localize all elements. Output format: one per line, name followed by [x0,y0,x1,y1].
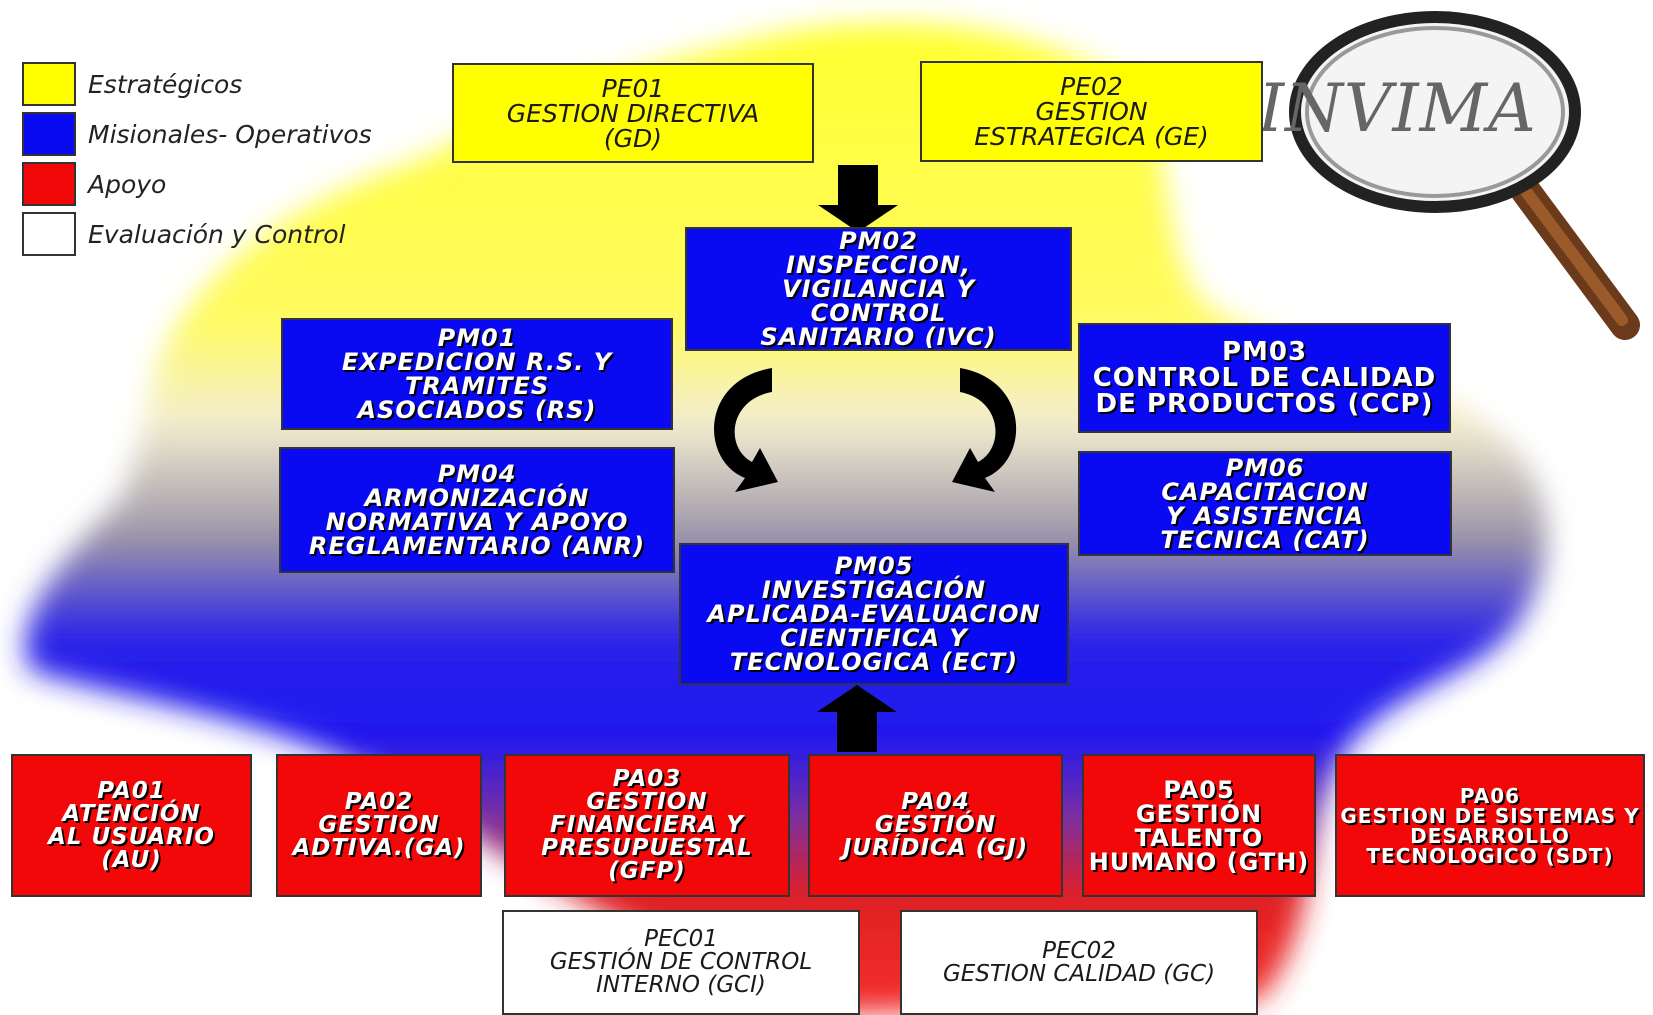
process-code: PM03 [1221,337,1308,367]
process-code: PM05 [834,552,914,580]
process-name: GESTION DIRECTIVA (GD) [506,98,760,153]
process-code: PM04 [437,460,517,488]
process-box-pa03[interactable]: PA03 GESTION FINANCIERA Y PRESUPUESTAL (… [504,754,790,897]
process-code: PE02 [1060,72,1123,101]
process-name: EXPEDICION R.S. Y TRAMITES ASOCIADOS (RS… [341,348,613,424]
process-name: ARMONIZACIÓN NORMATIVA Y APOYO REGLAMENT… [308,484,646,560]
process-box-pm05[interactable]: PM05 INVESTIGACIÓN APLICADA-EVALUACION C… [679,543,1069,685]
process-box-pa06[interactable]: PA06 GESTION DE SISTEMAS Y DESARROLLO TE… [1335,754,1645,897]
process-code: PM02 [839,227,918,255]
process-name: GESTIÓN DE CONTROL INTERNO (GCI) [549,949,813,998]
process-box-pec02[interactable]: PEC02 GESTION CALIDAD (GC) [900,910,1258,1015]
legend-item-strategic: Estratégicos [22,62,382,108]
process-code: PEC02 [1042,937,1116,964]
process-box-pa01[interactable]: PA01 ATENCIÓN AL USUARIO (AU) [11,754,252,897]
process-code: PA04 [901,789,970,815]
process-name: GESTION ADTIVA.(GA) [292,812,466,861]
process-code: PA02 [344,789,414,815]
process-code: PEC01 [644,926,718,952]
process-box-pm01[interactable]: PM01 EXPEDICION R.S. Y TRAMITES ASOCIADO… [281,318,673,430]
process-box-pa04[interactable]: PA04 GESTIÓN JURÍDICA (GJ) [808,754,1063,897]
process-box-pm03[interactable]: PM03 CONTROL DE CALIDAD DE PRODUCTOS (CC… [1078,323,1451,433]
process-name: ATENCIÓN AL USUARIO (AU) [48,800,215,873]
legend-item-missional: Misionales- Operativos [22,112,382,158]
process-box-pec01[interactable]: PEC01 GESTIÓN DE CONTROL INTERNO (GCI) [502,910,860,1015]
legend-item-control: Evaluación y Control [22,212,382,258]
process-box-pm02[interactable]: PM02 INSPECCION, VIGILANCIA Y CONTROL SA… [685,227,1072,351]
legend-swatch-blue [22,112,76,156]
legend-label: Misionales- Operativos [88,120,372,149]
curved-arrow-right-icon [952,368,1017,492]
process-name: GESTION DE SISTEMAS Y DESARROLLO TECNOLO… [1340,803,1640,868]
up-arrow-icon [817,685,897,752]
legend-swatch-yellow [22,62,76,106]
process-name: CONTROL DE CALIDAD DE PRODUCTOS (CCP) [1092,363,1437,419]
process-code: PA06 [1459,783,1521,808]
process-box-pm04[interactable]: PM04 ARMONIZACIÓN NORMATIVA Y APOYO REGL… [279,447,675,573]
legend-label: Evaluación y Control [88,220,346,249]
process-name: GESTION CALIDAD (GC) [942,960,1216,987]
process-code: PE01 [601,73,665,103]
process-code: PM01 [437,324,517,352]
process-box-pm06[interactable]: PM06 CAPACITACION Y ASISTENCIA TECNICA (… [1078,451,1452,556]
legend-label: Estratégicos [88,70,243,99]
process-code: PA05 [1163,775,1235,804]
process-code: PM06 [1225,453,1305,482]
down-arrow-icon [818,165,898,232]
legend-swatch-red [22,162,76,206]
process-code: PA01 [97,777,166,804]
process-name: INSPECCION, VIGILANCIA Y CONTROL SANITAR… [760,251,997,351]
process-name: CAPACITACION Y ASISTENCIA TECNICA (CAT) [1160,477,1370,554]
legend-item-support: Apoyo [22,162,382,208]
process-box-pe01[interactable]: PE01 GESTION DIRECTIVA (GD) [452,63,814,163]
process-code: PA03 [612,766,682,792]
process-name: GESTION FINANCIERA Y PRESUPUESTAL (GFP) [541,789,753,884]
process-name: GESTIÓN TALENTO HUMANO (GTH) [1088,799,1310,876]
process-name: INVESTIGACIÓN APLICADA-EVALUACION CIENTI… [707,576,1041,676]
process-box-pa05[interactable]: PA05 GESTIÓN TALENTO HUMANO (GTH) [1082,754,1316,897]
process-box-pa02[interactable]: PA02 GESTION ADTIVA.(GA) [276,754,482,897]
process-box-pe02[interactable]: PE02 GESTION ESTRATEGICA (GE) [920,61,1263,162]
process-name: GESTIÓN JURÍDICA (GJ) [842,812,1029,861]
curved-arrow-left-icon [714,368,778,492]
legend-swatch-white [22,212,76,256]
process-name: GESTION ESTRATEGICA (GE) [974,97,1209,151]
legend-label: Apoyo [88,170,167,199]
invima-logo-text: INVIMA [1258,70,1537,147]
